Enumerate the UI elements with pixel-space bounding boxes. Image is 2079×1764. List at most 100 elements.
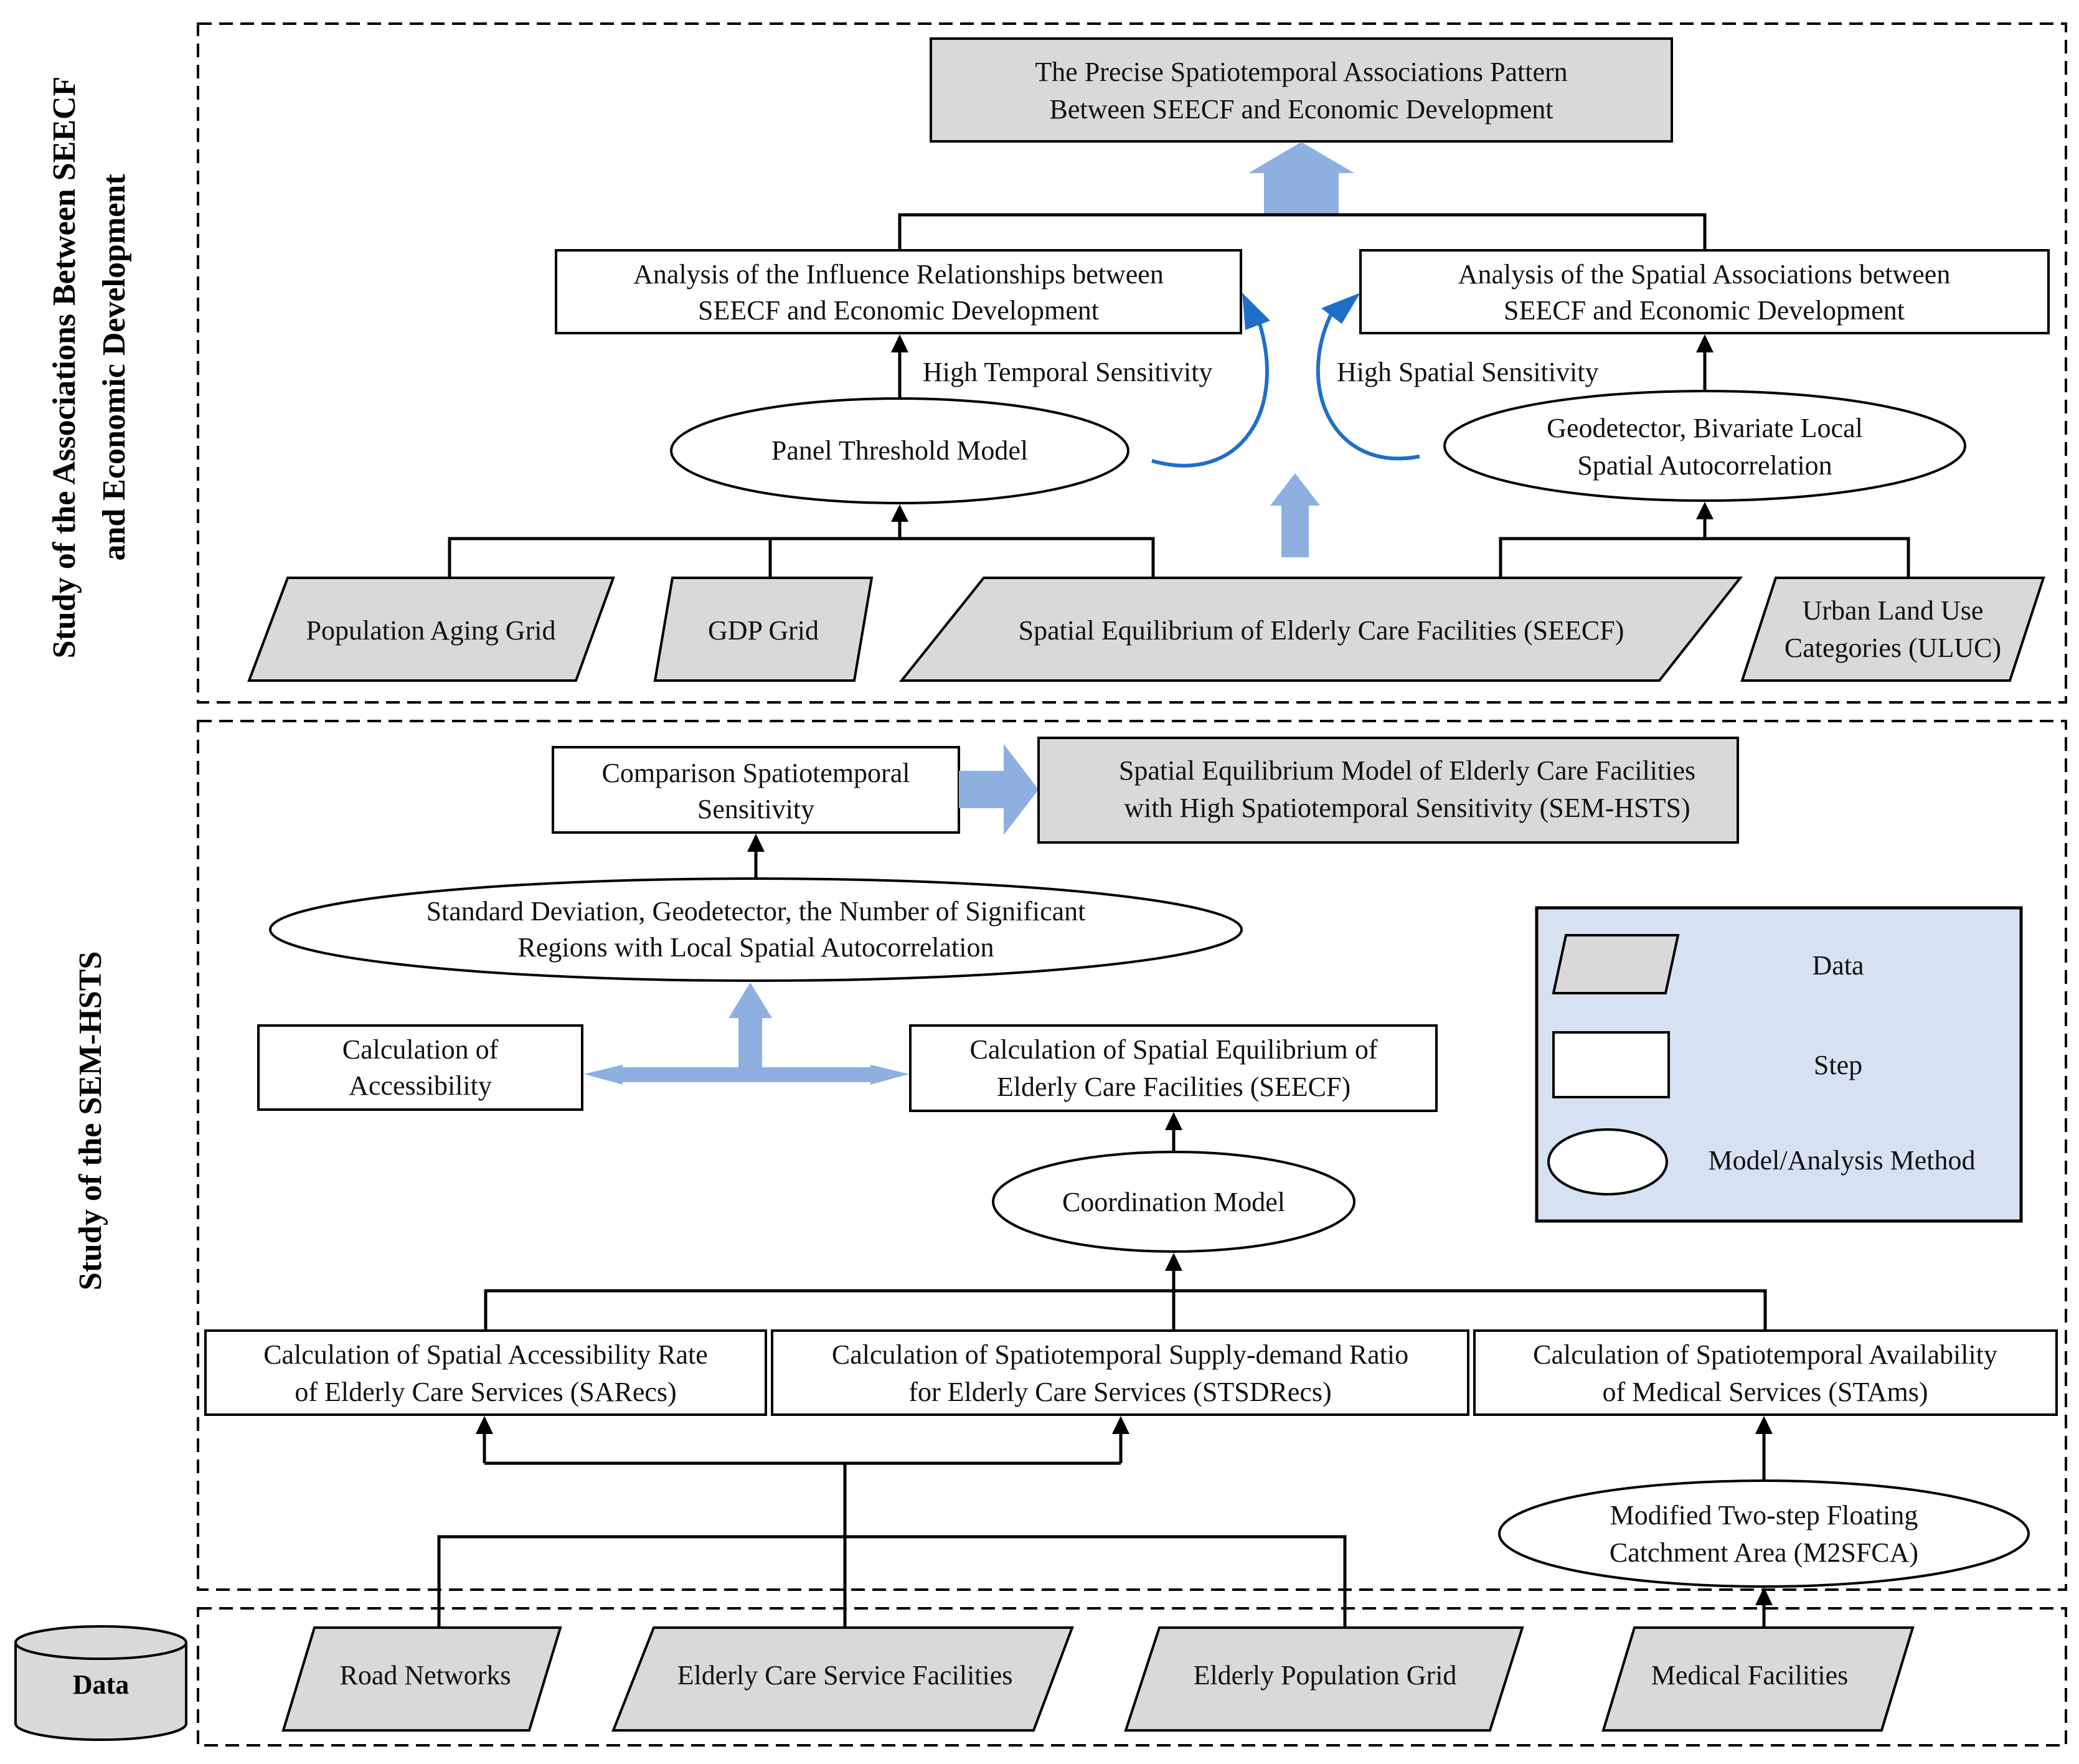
result-pattern-box [930, 37, 1673, 143]
std-geodetector-line2: Regions with Local Spatial Autocorrelati… [518, 932, 994, 963]
curved-arrow-head-influence [1242, 293, 1270, 330]
elderly-care-facilities-data [611, 1626, 1074, 1732]
data-to-sarecs-stsdrecs-lines [437, 1432, 1347, 1628]
population-aging-grid-label: Population Aging Grid [306, 615, 556, 646]
sem-hsts-title: Study of the SEM-HSTS [73, 951, 108, 1291]
data-to-geodetector-bracket [1499, 517, 1910, 578]
stsdrecs-line2: for Elderly Care Services (STSDRecs) [908, 1377, 1331, 1407]
coordination-model-label: Coordination Model [1062, 1187, 1285, 1217]
arrow-head-influence [891, 334, 908, 352]
legend-data-symbol [1552, 934, 1680, 994]
elderly-care-facilities-label: Elderly Care Service Facilities [677, 1660, 1013, 1691]
arrow-head-sarecs [476, 1416, 493, 1434]
data-section-label: Data [73, 1669, 129, 1700]
result-pattern-line1: The Precise Spatiotemporal Associations … [1035, 57, 1567, 87]
influence-analysis-box [555, 249, 1242, 334]
high-spatial-sensitivity-label: High Spatial Sensitivity [1337, 357, 1598, 387]
geodetector-bivariate-line1: Geodetector, Bivariate Local [1547, 413, 1863, 443]
data-section-frame [197, 1607, 2067, 1747]
stams-line1: Calculation of Spatiotemporal Availabili… [1533, 1339, 1997, 1370]
calcs-to-coordination-bracket [484, 1270, 1767, 1331]
geodetector-bivariate-line2: Spatial Autocorrelation [1577, 450, 1832, 481]
stsdrecs-line1: Calculation of Spatiotemporal Supply-dem… [832, 1339, 1408, 1370]
arrow-head-calc-seecf [1165, 1112, 1182, 1130]
arrow-head-panel [891, 504, 908, 522]
associations-title-line2: and Economic Development [97, 174, 132, 561]
seecf-data [898, 577, 1743, 682]
spatial-associations-line1: Analysis of the Spatial Associations bet… [1458, 259, 1951, 290]
spatial-associations-line2: SEECF and Economic Development [1504, 295, 1905, 326]
uluc-data-line1: Urban Land Use [1803, 595, 1984, 626]
arrow-head-geodetector [1696, 502, 1714, 519]
high-temporal-sensitivity-label: High Temporal Sensitivity [923, 357, 1212, 387]
legend-model-label: Model/Analysis Method [1709, 1145, 1976, 1176]
data-cylinder-icon: Data [14, 1625, 187, 1741]
m2sfca-ellipse [1498, 1479, 2030, 1588]
spatial-associations-box [1359, 249, 2050, 334]
curved-arrow-head-spatial [1321, 293, 1360, 324]
arrow-head-spatial [1696, 334, 1714, 352]
uluc-data [1740, 577, 2045, 682]
elderly-population-grid-data [1124, 1626, 1524, 1732]
medical-facilities-data [1601, 1626, 1915, 1732]
sem-hsts-line2: with High Spatiotemporal Sensitivity (SE… [1124, 793, 1690, 823]
legend-step-label: Step [1814, 1050, 1862, 1080]
sem-hsts-section-title: Study of the SEM-HSTS [73, 951, 108, 1291]
comparison-sensitivity-line2: Sensitivity [697, 794, 814, 824]
influence-analysis-line1: Analysis of the Influence Relationships … [633, 259, 1164, 290]
big-t-arrow [584, 983, 909, 1085]
stsdrecs-box [771, 1329, 1469, 1416]
sem-hsts-box [1037, 737, 1739, 844]
associations-section-frame [197, 22, 2067, 704]
data-to-panel-bracket [448, 520, 1155, 578]
legend-data-label: Data [1812, 950, 1864, 981]
stams-box [1473, 1329, 2058, 1416]
accessibility-line2: Accessibility [349, 1070, 492, 1101]
sarecs-line1: Calculation of Spatial Accessibility Rat… [263, 1339, 708, 1370]
influence-analysis-line2: SEECF and Economic Development [698, 295, 1099, 326]
m2sfca-line1: Modified Two-step Floating [1610, 1500, 1918, 1531]
curved-arrow-to-spatial [1316, 310, 1420, 461]
associations-title-line1: Study of the Associations Between SEECF [47, 77, 82, 659]
curved-arrow-to-influence [1151, 317, 1269, 468]
associations-section-title: Study of the Associations Between SEECF … [47, 77, 132, 659]
big-up-arrow-result [1248, 142, 1354, 215]
medical-facilities-label: Medical Facilities [1651, 1660, 1848, 1691]
gdp-grid-data [653, 577, 874, 682]
panel-threshold-model-label: Panel Threshold Model [771, 435, 1028, 466]
calc-seecf-line1: Calculation of Spatial Equilibrium of [970, 1034, 1378, 1065]
calc-seecf-box [909, 1024, 1438, 1112]
road-networks-data [281, 1626, 562, 1732]
sarecs-line2: of Elderly Care Services (SARecs) [295, 1377, 676, 1407]
arrow-head-stams [1755, 1416, 1773, 1434]
population-aging-grid-data [247, 577, 615, 682]
big-right-arrow-sem [959, 744, 1039, 835]
coordination-model-ellipse [992, 1151, 1355, 1253]
std-geodetector-ellipse [269, 877, 1243, 982]
arrow-head-m2sfca [1755, 1587, 1773, 1605]
analysis-connector-line [898, 213, 1707, 250]
legend-model-symbol [1547, 1128, 1668, 1196]
big-up-arrow-center [1270, 473, 1320, 557]
panel-threshold-model-ellipse [670, 397, 1129, 504]
m2sfca-line2: Catchment Area (M2SFCA) [1610, 1537, 1918, 1568]
result-pattern-line2: Between SEECF and Economic Development [1050, 94, 1553, 125]
elderly-population-grid-label: Elderly Population Grid [1194, 1660, 1457, 1691]
gdp-grid-label: GDP Grid [708, 615, 819, 646]
seecf-data-label: Spatial Equilibrium of Elderly Care Faci… [1019, 615, 1624, 646]
sarecs-box [204, 1329, 767, 1416]
accessibility-box [257, 1024, 583, 1111]
geodetector-bivariate-ellipse [1443, 390, 1966, 502]
arrow-head-stsdrecs [1112, 1416, 1129, 1434]
accessibility-line1: Calculation of [342, 1034, 499, 1065]
uluc-data-line2: Categories (ULUC) [1784, 633, 2001, 663]
calc-seecf-line2: Elderly Care Facilities (SEECF) [997, 1072, 1351, 1102]
road-networks-label: Road Networks [340, 1660, 511, 1691]
comparison-sensitivity-box [552, 746, 960, 834]
std-geodetector-line1: Standard Deviation, Geodetector, the Num… [427, 896, 1086, 927]
comparison-sensitivity-line1: Comparison Spatiotemporal [602, 758, 910, 788]
sem-hsts-section-frame [197, 720, 2067, 1591]
sem-hsts-line1: Spatial Equilibrium Model of Elderly Car… [1119, 755, 1695, 786]
legend-step-symbol [1552, 1031, 1670, 1098]
